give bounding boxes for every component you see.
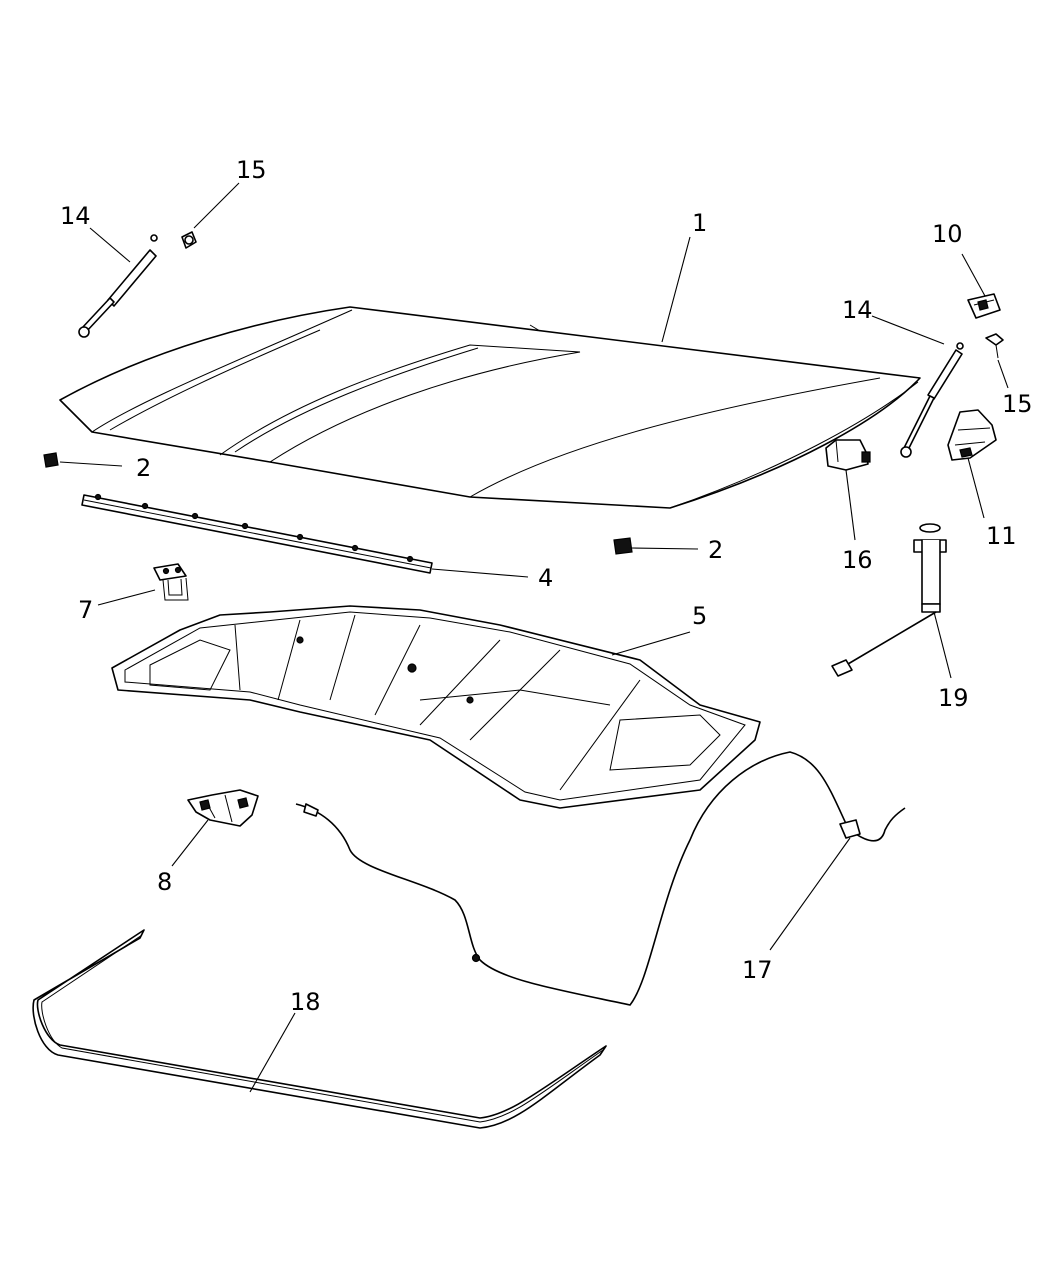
hood-lift-strut-right[interactable] — [900, 342, 964, 458]
callout-8: 8 — [157, 868, 172, 896]
callout-17: 17 — [742, 956, 773, 984]
callout-10: 10 — [932, 220, 963, 248]
hood-bumper-right[interactable] — [613, 537, 633, 555]
callout-4: 4 — [538, 564, 553, 592]
callout-11: 11 — [986, 522, 1017, 550]
callout-14-right: 14 — [842, 296, 873, 324]
leader-lines — [59, 182, 1009, 1093]
callout-labels: 1 2 2 4 5 7 8 10 11 14 14 15 15 16 17 18… — [60, 156, 1033, 1016]
hood-hinge[interactable] — [947, 409, 997, 461]
callout-5: 5 — [692, 602, 707, 630]
hood-front-seal[interactable] — [32, 929, 607, 1129]
hood-inner-panel[interactable] — [111, 605, 761, 809]
strut-ball-stud-left[interactable] — [181, 231, 197, 249]
callout-14-left: 14 — [60, 202, 91, 230]
hood-latch-striker[interactable] — [153, 563, 189, 601]
hood-lift-strut-left[interactable] — [78, 234, 158, 338]
hood-ajar-switch[interactable] — [825, 439, 871, 471]
callout-19: 19 — [938, 684, 969, 712]
callout-18: 18 — [290, 988, 321, 1016]
callout-2-right: 2 — [708, 536, 723, 564]
hood-bumper-left[interactable] — [43, 452, 59, 468]
hood-release-cable[interactable] — [295, 751, 906, 1006]
callout-15-left: 15 — [236, 156, 267, 184]
hood-prop-rod[interactable] — [831, 523, 947, 677]
hood-latch[interactable] — [187, 789, 259, 827]
hood-panel[interactable] — [59, 306, 921, 509]
strut-ball-stud-right[interactable] — [985, 333, 1004, 359]
callout-1: 1 — [692, 209, 707, 237]
hood-hinge-bracket[interactable] — [967, 293, 1001, 319]
callout-15-right: 15 — [1002, 390, 1033, 418]
callout-2-left: 2 — [136, 454, 151, 482]
callout-7: 7 — [78, 596, 93, 624]
hood-seal-strip[interactable] — [81, 493, 433, 574]
callout-16: 16 — [842, 546, 873, 574]
